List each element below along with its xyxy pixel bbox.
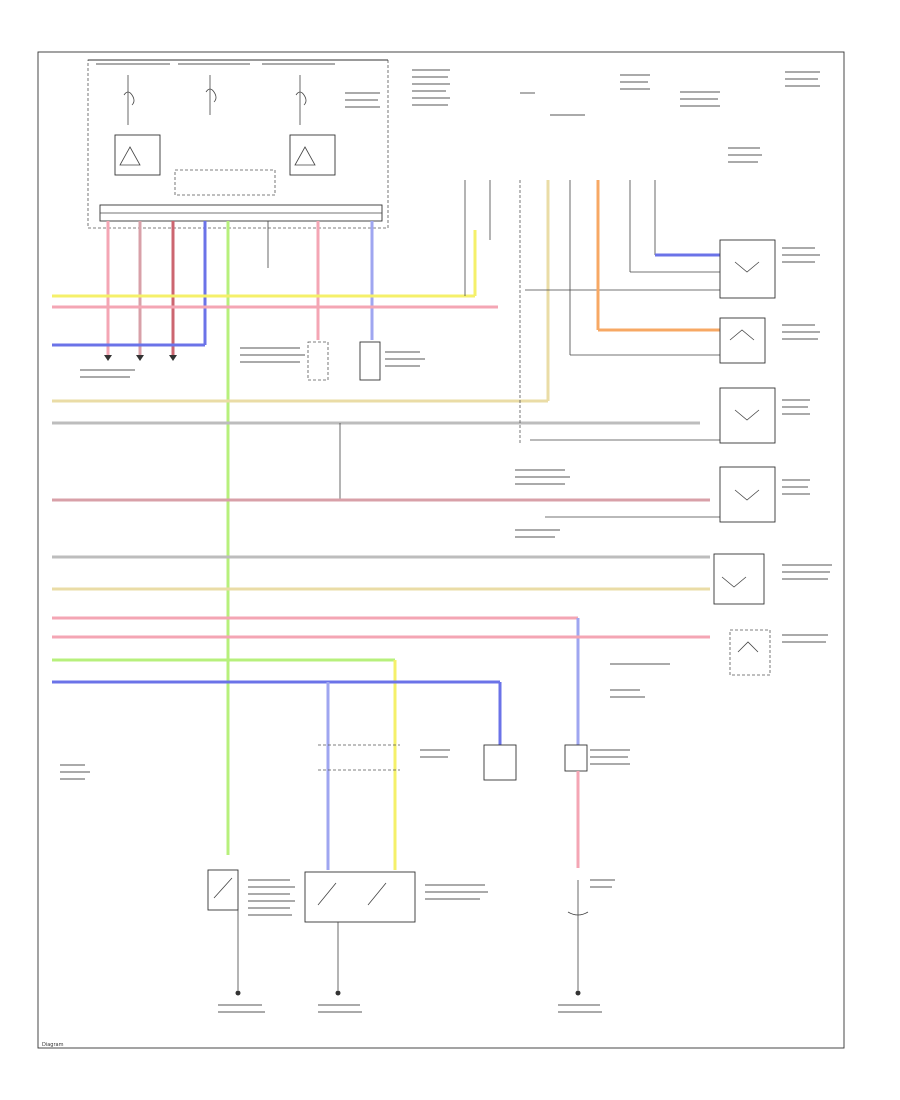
- switch-box: [719, 466, 776, 523]
- switch-box: [207, 869, 239, 911]
- switch-box: [713, 553, 765, 605]
- fuse-symbol: [205, 75, 217, 115]
- ground-symbol: [335, 990, 341, 996]
- sensor-box: [729, 629, 771, 676]
- fuse-symbol: [295, 75, 307, 125]
- footer-label: Diagram: [42, 1042, 64, 1048]
- unreadable-labels: [60, 63, 832, 1013]
- relay-symbol: [114, 134, 161, 176]
- switch-box: [719, 317, 766, 364]
- ground-symbol: [575, 990, 581, 996]
- ground-symbol: [235, 990, 241, 996]
- fuse-symbol: [123, 75, 135, 125]
- relay-symbol: [289, 134, 336, 176]
- component-box: [483, 744, 517, 781]
- fuse-relay-box: [87, 59, 389, 229]
- component-box: [564, 744, 588, 772]
- switch-box: [719, 239, 776, 299]
- sensor-symbol: [307, 341, 329, 381]
- switch-box: [719, 387, 776, 444]
- module-box: [304, 871, 416, 923]
- switch-symbol: [359, 341, 381, 381]
- control-module: [174, 169, 276, 196]
- diagram-frame: [37, 51, 845, 1049]
